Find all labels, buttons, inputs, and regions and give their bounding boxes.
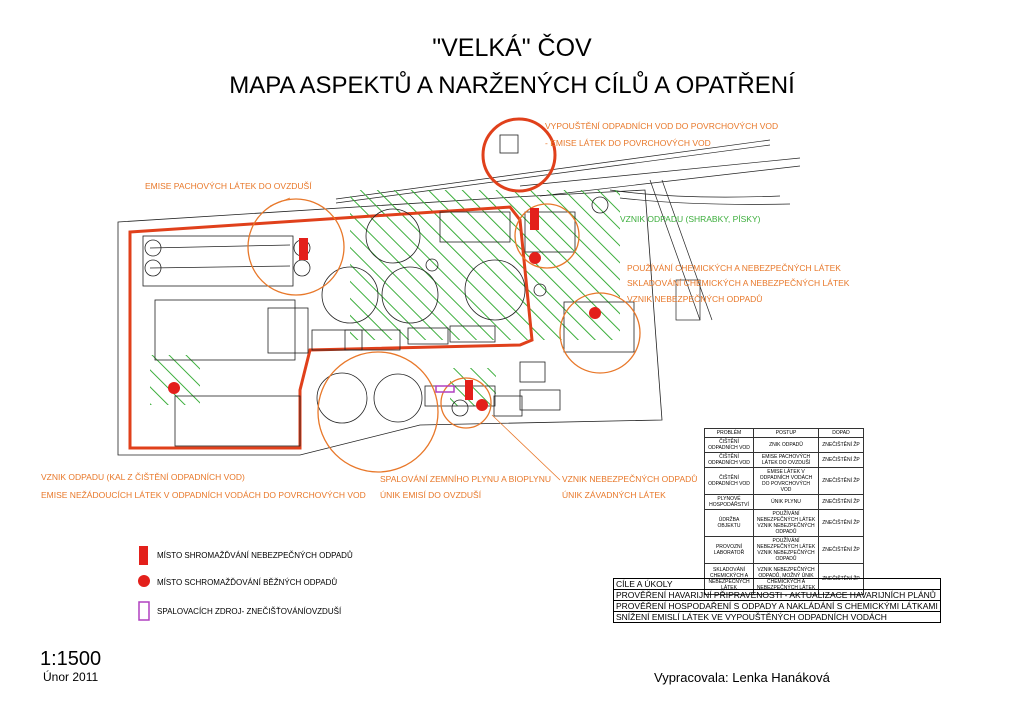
map-date: Únor 2011 [43, 670, 99, 684]
buildings [142, 134, 635, 447]
pointer-lines [269, 197, 561, 481]
legend-combustion-icon [138, 601, 150, 621]
label-wastewater-emissions: EMISE NEŽÁDOUCÍCH LÁTEK V ODPADNÍCH VODÁ… [41, 490, 366, 500]
problem-table: PROBLÉM POSTUP DOPAD ČIŠTĚNÍ ODPADNÍCH V… [704, 428, 864, 595]
label-chem-use: POUŽÍVÁNÍ CHEMICKÝCH A NEBEZPEČNÝCH LÁTE… [627, 263, 841, 273]
goals-table: CÍLE A ÚKOLY PROVĚŘENÍ HAVARIJNÍ PŘIPRAV… [613, 578, 941, 623]
hazardous-storage-marks [299, 208, 539, 400]
cell: ZNEČIŠTĚNÍ ŽP [818, 467, 864, 495]
legend-hazardous-icon [139, 546, 148, 565]
cell: ZNEČIŠTĚNÍ ŽP [818, 494, 864, 510]
col-impact: DOPAD [818, 428, 864, 438]
label-harmful-leak: ÚNIK ZÁVADNÝCH LÁTEK [562, 490, 666, 500]
label-haz-waste-2: VZNIK NEBEZPEČNÝCH ODPADŮ [562, 474, 698, 484]
label-chem-storage: SKLADOVÁNÍ CHEMICKÝCH A NEBEZPEČNÝCH LÁT… [627, 278, 850, 288]
cell: ZNEČIŠTĚNÍ ŽP [818, 536, 864, 564]
cell: ZNEČIŠTĚNÍ ŽP [818, 452, 864, 468]
cell: ČIŠTĚNÍ ODPADNÍCH VOD [704, 452, 754, 468]
cell: EMISE LÁTEK V ODPADNÍCH VODÁCH DO POVRCH… [753, 467, 819, 495]
cell: ÚDRŽBA OBJEKTU [704, 509, 754, 537]
table-row: PROVĚŘENÍ HOSPODAŘENÍ S ODPADY A NAKLÁDÁ… [613, 600, 941, 612]
cell: ÚNIK PLYNU [753, 494, 819, 510]
goals-header: CÍLE A ÚKOLY [613, 578, 941, 590]
cell: EMISE PACHOVÝCH LÁTEK DO OVZDUŠÍ [753, 452, 819, 468]
label-sludge: VZNIK ODPADU (KAL Z ČIŠTĚNÍ ODPADNÍCH VO… [41, 472, 245, 482]
goal-item: PROVĚŘENÍ HOSPODAŘENÍ S ODPADY A NAKLÁDÁ… [613, 600, 941, 612]
combustion-source-mark [435, 385, 455, 393]
label-emissions-surface: - EMISE LÁTEK DO POVRCHOVÝCH VOD [545, 138, 711, 148]
label-discharge: VYPOUŠTĚNÍ ODPADNÍCH VOD DO POVRCHOVÝCH … [545, 121, 779, 131]
map-author: Vypracovala: Lenka Hanáková [654, 670, 830, 685]
boundary-line [128, 205, 534, 450]
aspect-circles [247, 117, 641, 473]
problem-table-header: PROBLÉM POSTUP DOPAD [704, 428, 864, 438]
label-combustion: SPALOVÁNÍ ZEMNÍHO PLYNU A BIOPLYNU [380, 474, 551, 484]
cell: POUŽÍVÁNÍ NEBEZPEČNÝCH LÁTEK VZNIK NEBEZ… [753, 536, 819, 564]
road-lines [335, 139, 801, 321]
map-title-line1: "VELKÁ" ČOV [432, 34, 592, 62]
col-procedure: POSTUP [753, 428, 819, 438]
cell: POUŽÍVÁNÍ NEBEZPEČNÝCH LÁTEK VZNIK NEBEZ… [753, 509, 819, 537]
goal-item: PROVĚŘENÍ HAVARIJNÍ PŘIPRAVENOSTI - AKTU… [613, 589, 941, 601]
table-row: PROVĚŘENÍ HAVARIJNÍ PŘIPRAVENOSTI - AKTU… [613, 589, 941, 601]
label-odor: EMISE PACHOVÝCH LÁTEK DO OVZDUŠÍ [145, 181, 312, 191]
map-scale: 1:1500 [40, 648, 102, 670]
cell: ZNEČIŠTĚNÍ ŽP [818, 437, 864, 453]
legend-hazardous-label: MÍSTO SHROMAŽĎVÁNÍ NEBEZPEČNÝCH ODPADŮ [157, 551, 353, 560]
cell: ZNIK ODPADŮ [753, 437, 819, 453]
legend-combustion-label: SPALOVACÍCH ZDROJ- ZNEČIŠŤOVÁNÍOVZDUŠÍ [157, 607, 342, 616]
cell: PLYNOVÉ HOSPODÁŘSTVÍ [704, 494, 754, 510]
cell: ČIŠTĚNÍ ODPADNÍCH VOD [704, 467, 754, 495]
label-screenings: VZNIK ODPADU (SHRABKY, PÍSKY) [620, 214, 761, 224]
legend-common-icon [138, 575, 150, 587]
hatched-areas [150, 190, 620, 406]
map-title-line2: MAPA ASPEKTŮ A NARŽENÝCH CÍLŮ A OPATŘENÍ [229, 72, 795, 99]
label-air-emissions: ÚNIK EMISÍ DO OVZDUŠÍ [380, 490, 482, 500]
legend-common-label: MÍSTO SCHROMAŽĎOVÁNÍ BĚŽNÝCH ODPADŮ [157, 578, 338, 587]
table-row: SNÍŽENÍ EMISLÍ LÁTEK VE VYPOUŠTĚNÝCH ODP… [613, 611, 941, 623]
common-waste-points [168, 252, 601, 411]
cell: PROVOZNÍ LABORATOŘ [704, 536, 754, 564]
table-row: CÍLE A ÚKOLY [613, 578, 941, 590]
goal-item: SNÍŽENÍ EMISLÍ LÁTEK VE VYPOUŠTĚNÝCH ODP… [613, 611, 941, 623]
cell: ZNEČIŠTĚNÍ ŽP [818, 509, 864, 537]
cell: ČIŠTĚNÍ ODPADNÍCH VOD [704, 437, 754, 453]
label-haz-waste: VZNIK NEBEZPEČNÝCH ODPADŮ [627, 294, 763, 304]
col-problem: PROBLÉM [704, 428, 754, 438]
